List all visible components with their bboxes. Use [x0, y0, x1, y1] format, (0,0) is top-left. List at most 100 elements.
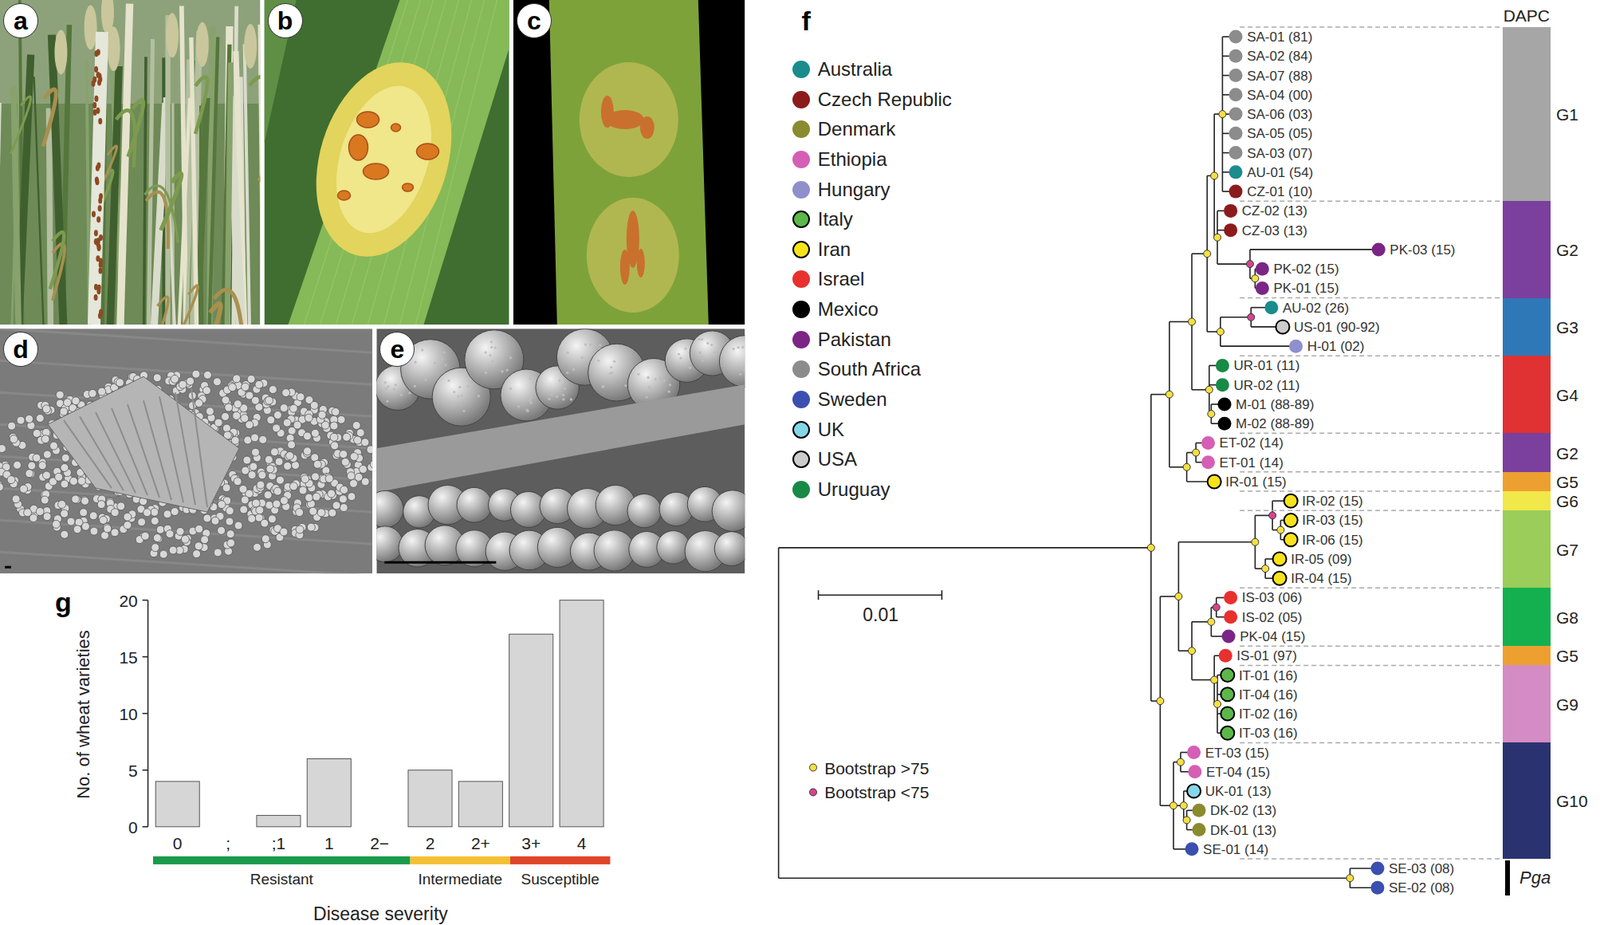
urediniospore [7, 421, 16, 430]
isolate-dot [1229, 126, 1243, 141]
urediniospore [305, 493, 314, 502]
spore-spine [458, 385, 461, 389]
spore-spine [677, 352, 681, 355]
urediniospore [291, 460, 300, 469]
rust-pustule [98, 204, 103, 212]
urediniospore [194, 542, 203, 551]
urediniospore [13, 460, 22, 469]
urediniospore [256, 480, 265, 489]
tree-branch [1217, 263, 1251, 265]
isolate-dot [1371, 242, 1386, 256]
wheat-stem [11, 45, 20, 325]
urediniospore [272, 424, 281, 433]
dapc-group-band: G5 [1502, 471, 1551, 492]
spore-spine [648, 385, 651, 389]
isolate-dot [1289, 339, 1303, 354]
urediniospore [60, 530, 69, 539]
urediniospore [178, 380, 187, 389]
tick-label: 0 [128, 817, 138, 835]
urediniospore [366, 445, 373, 454]
legend-item: Bootstrap <75 [809, 783, 929, 801]
isolate-label: SA-02 (84) [1246, 49, 1313, 63]
isolate-label: M-02 (88-89) [1235, 416, 1314, 431]
isolate-label: SA-07 (88) [1246, 68, 1313, 83]
urediniospore [59, 407, 68, 416]
rust-pustule [94, 95, 99, 103]
y-tick [142, 599, 149, 602]
epidermis-flap [376, 384, 745, 492]
urediniospore [239, 484, 248, 493]
isolate-dot [1187, 784, 1201, 799]
isolate-dot [1201, 436, 1215, 450]
urediniospore [714, 531, 745, 567]
spore-spine [456, 394, 460, 398]
urediniospore [279, 404, 288, 413]
wheat-leaf [116, 110, 136, 167]
legend-text: Hungary [817, 180, 891, 200]
spore-spine [688, 366, 692, 370]
urediniospore [40, 495, 49, 504]
y-tick [142, 656, 149, 658]
spore-spine [566, 371, 569, 374]
legend-swatch [792, 420, 810, 439]
isolate-dot [1220, 726, 1235, 740]
legend-item: Uruguay [792, 479, 891, 500]
urediniospore [255, 506, 264, 515]
urediniospore [137, 518, 146, 527]
urediniospore [456, 487, 492, 523]
scale-bar [384, 561, 496, 564]
photo-ground [264, 0, 510, 325]
urediniospore [245, 391, 254, 400]
category-label: 2− [369, 834, 390, 852]
urediniospore [212, 377, 221, 386]
urediniospore [356, 428, 365, 437]
isolate-label: SE-03 (08) [1388, 861, 1455, 876]
wheat-head [84, 4, 98, 50]
tick-label: 15 [118, 648, 138, 665]
isolate-label: UR-01 (11) [1233, 358, 1300, 373]
urediniospore [203, 514, 212, 523]
urediniospore [60, 463, 69, 472]
urediniospore [110, 528, 119, 537]
urediniospore [58, 499, 67, 508]
isolate-label: IT-04 (16) [1238, 687, 1298, 701]
urediniospore [275, 475, 284, 484]
spore-spine [597, 359, 600, 362]
spore-spine [739, 373, 742, 376]
wheat-leaf [152, 296, 169, 325]
spore-spine [732, 347, 736, 350]
spore-spine [491, 359, 494, 362]
urediniospore [61, 453, 70, 462]
urediniospore [27, 461, 36, 470]
urediniospore [55, 390, 64, 399]
wheat-stem [19, 54, 32, 325]
group-label: G5 [1556, 472, 1579, 490]
urediniospore [0, 444, 6, 453]
photo-panel: a [0, 0, 260, 325]
urediniospore [340, 485, 349, 494]
spore-spine [555, 395, 559, 398]
photo-panel [376, 328, 745, 574]
wheat-leaf [10, 96, 31, 154]
dapc-group-band: G4 [1502, 355, 1551, 433]
urediniospore [221, 396, 230, 405]
urediniospore [303, 432, 312, 441]
histogram-bar [408, 770, 453, 827]
urediniospore [170, 374, 179, 383]
wheat-stem [165, 15, 171, 325]
spore-spine [581, 356, 584, 359]
chlorotic-halo [579, 62, 679, 177]
isolate-dot [1217, 397, 1231, 411]
wheat-leaf [43, 89, 56, 146]
urediniospore [180, 534, 189, 543]
legend-swatch [792, 270, 810, 288]
bootstrap-dot [1188, 647, 1196, 655]
rust-pustule [391, 123, 401, 132]
isolate-dot [1223, 223, 1238, 237]
isolate-label: IT-03 (16) [1238, 726, 1298, 740]
urediniospore [354, 472, 363, 481]
legend-text: Ethiopia [817, 149, 888, 170]
isolate-label: IR-06 (15) [1301, 532, 1364, 547]
spore-spine [408, 391, 411, 394]
isolate-label: UK-01 (13) [1205, 784, 1272, 799]
